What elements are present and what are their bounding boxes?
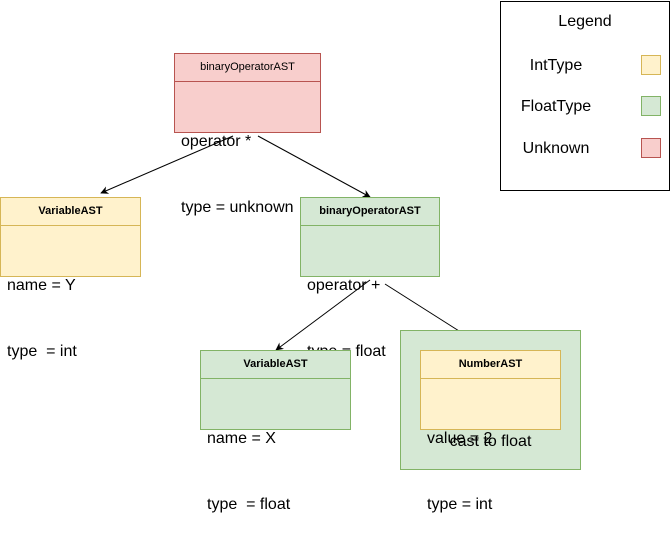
cast-label: cast to float: [449, 433, 532, 450]
legend: Legend IntType FloatType Unknown: [500, 1, 670, 191]
edge-plus-to-variable-x: [275, 279, 371, 351]
legend-swatch-unknown: [641, 138, 661, 158]
node-variable-y-type: type = int: [7, 343, 77, 360]
node-plus-title: binaryOperatorAST: [301, 198, 439, 226]
legend-item-inttype: IntType: [501, 55, 669, 77]
edge-root-to-plus: [257, 135, 371, 198]
legend-item-unknown: Unknown: [501, 138, 669, 160]
node-variable-x-title: VariableAST: [201, 351, 350, 379]
legend-item-unknown-label: Unknown: [522, 140, 590, 157]
node-variable-x-type: type = float: [207, 496, 291, 513]
node-number-type: type = int: [427, 496, 493, 513]
legend-item-floattype: FloatType: [501, 96, 669, 118]
node-root-type: type = unknown: [181, 199, 294, 216]
legend-item-floattype-label: FloatType: [520, 98, 592, 115]
node-number-title: NumberAST: [421, 351, 560, 379]
node-variable-y[interactable]: VariableAST name = Y type = int: [0, 197, 141, 360]
node-variable-x-name: name = X: [207, 430, 276, 447]
legend-swatch-floattype: [641, 96, 661, 116]
node-root-title: binaryOperatorAST: [175, 54, 320, 82]
node-number-value: value = 2: [427, 430, 493, 447]
node-number[interactable]: NumberAST value = 2 type = int: [420, 350, 561, 513]
node-variable-y-title: VariableAST: [1, 198, 140, 226]
node-plus-binary-operator[interactable]: binaryOperatorAST operator + type = floa…: [300, 197, 440, 360]
legend-item-inttype-label: IntType: [529, 57, 583, 74]
node-plus-operator: operator +: [307, 277, 381, 294]
node-root-operator: operator *: [181, 133, 252, 150]
node-variable-y-name: name = Y: [7, 277, 76, 294]
node-root-binary-operator[interactable]: binaryOperatorAST operator * type = unkn…: [174, 53, 321, 216]
node-variable-x[interactable]: VariableAST name = X type = float: [200, 350, 351, 513]
legend-title: Legend: [558, 13, 612, 30]
edge-root-to-variable-y: [100, 135, 234, 194]
legend-swatch-inttype: [641, 55, 661, 75]
